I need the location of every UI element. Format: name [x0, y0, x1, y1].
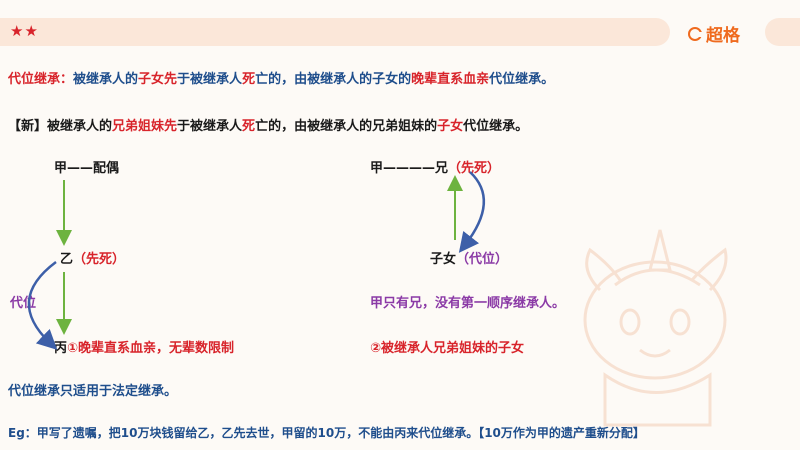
logo-text: 超格 — [706, 26, 740, 46]
scope-note: 代位继承只适用于法定继承。 — [8, 384, 178, 399]
arc-substitution-right — [458, 171, 485, 253]
header-bar — [0, 18, 670, 46]
logo-icon — [688, 26, 703, 41]
brand-logo: 超格 — [688, 21, 740, 46]
right-note-1: 甲只有兄，没有第一顺序继承人。 — [370, 296, 566, 311]
rule-line-2: 【新】被继承人的兄弟姐妹先于被继承人死亡的，由被继承人的兄弟姐妹的子女代位继承。 — [8, 119, 529, 134]
right-top-node: 甲————兄（先死） — [370, 161, 501, 176]
left-bottom-node: 丙①晚辈直系血亲，无辈数限制 — [54, 341, 235, 356]
right-bottom-node: 子女（代位） — [430, 252, 509, 267]
right-note-2: ②被继承人兄弟姐妹的子女 — [370, 341, 525, 356]
left-mid-node: 乙（先死） — [60, 252, 126, 267]
header-bar-right — [765, 18, 800, 46]
rule-line-1: 代位继承：被继承人的子女先于被继承人死亡的，由被继承人的子女的晚辈直系血亲代位继… — [8, 72, 555, 87]
arc-substitution-left — [27, 260, 58, 350]
unicorn-mascot-watermark — [583, 229, 728, 427]
difficulty-stars: ★★ — [10, 22, 39, 40]
example-text: Eg：甲写了遗嘱，把10万块钱留给乙，乙先去世，甲留的10万，不能由丙来代位继承… — [8, 426, 645, 440]
left-top-node: 甲——配偶 — [54, 161, 120, 176]
